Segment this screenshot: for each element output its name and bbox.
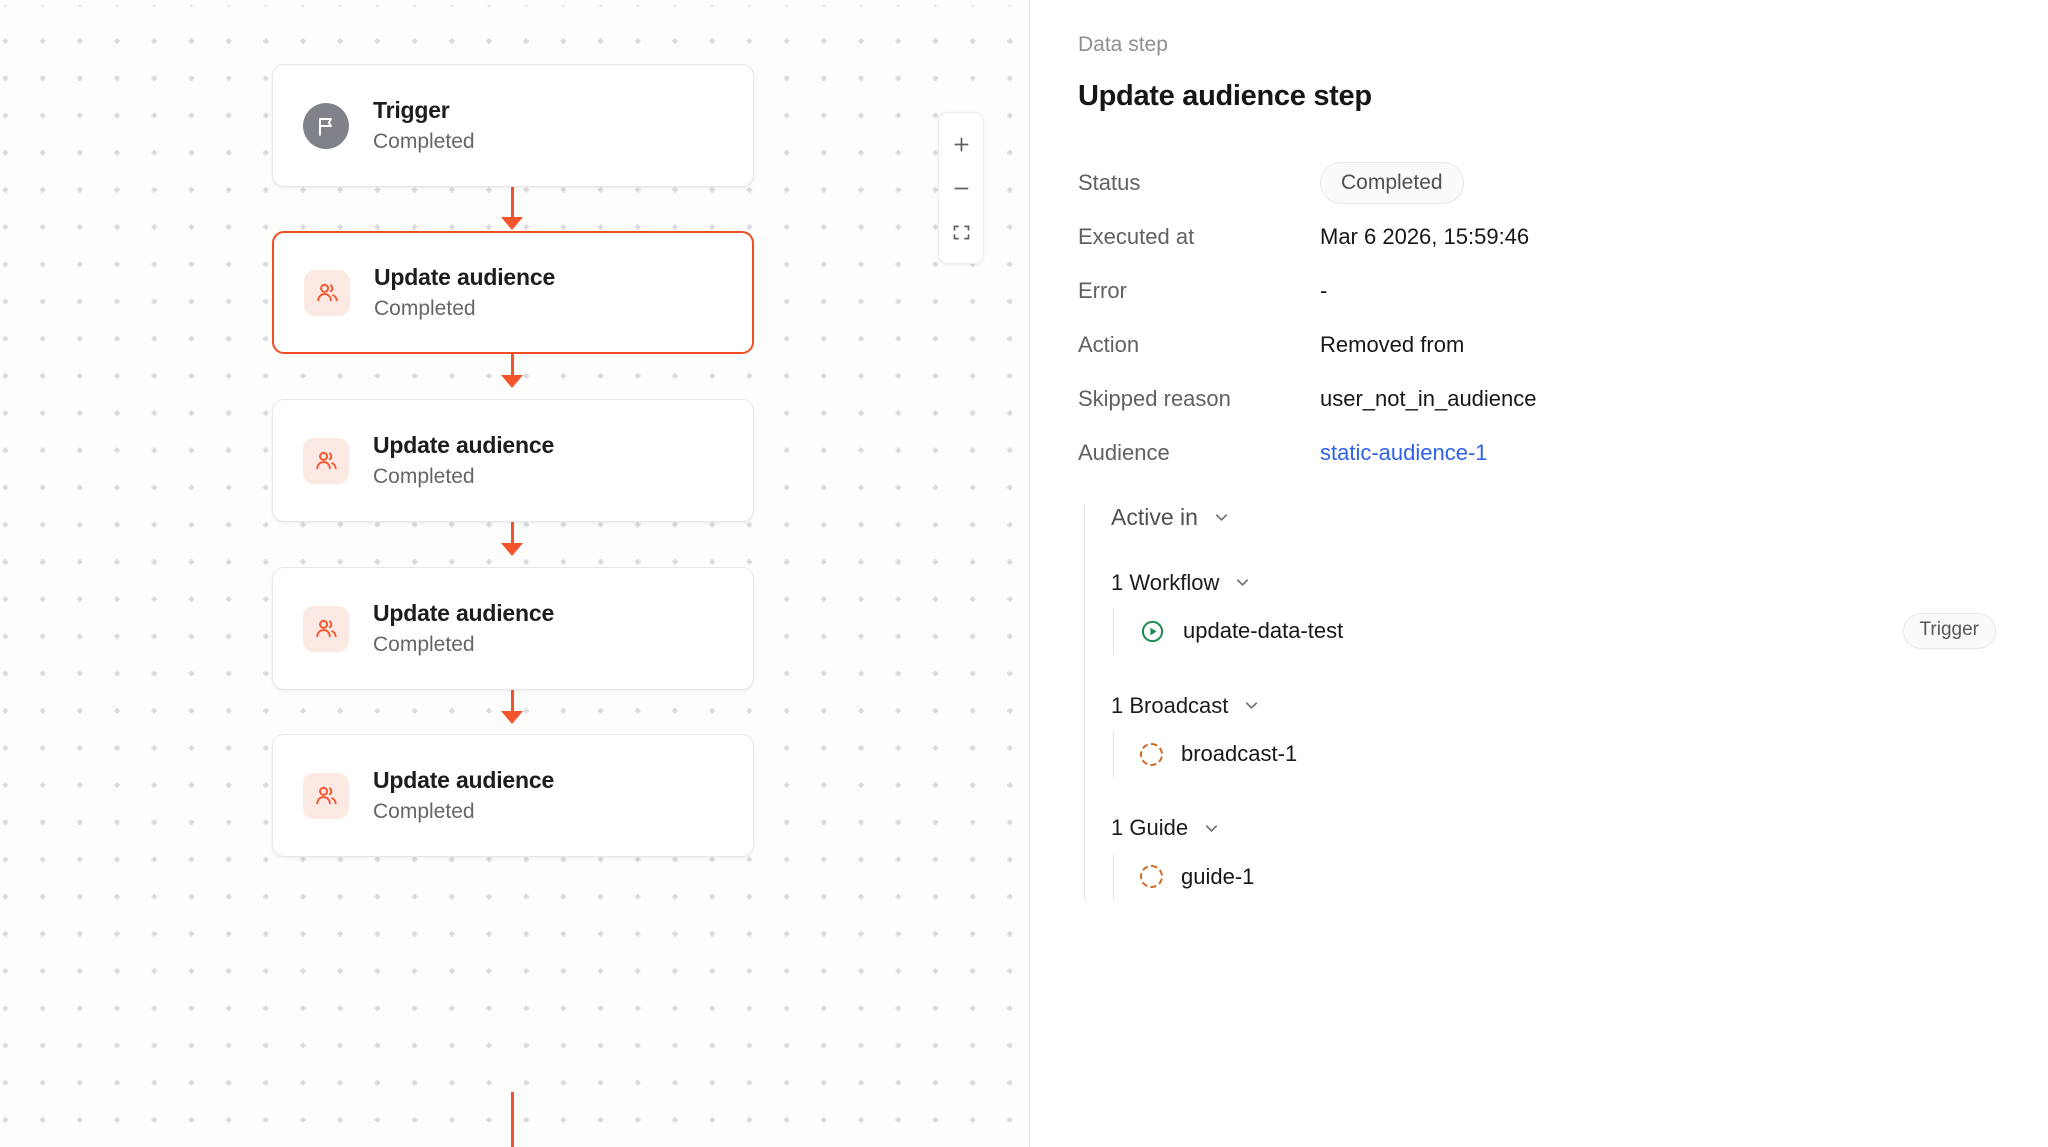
play-circle-icon xyxy=(1140,619,1165,644)
detail-label: Executed at xyxy=(1078,223,1195,249)
guide-list-item[interactable]: guide-1 xyxy=(1113,853,2004,901)
node-status: Completed xyxy=(373,129,475,153)
chevron-down-icon xyxy=(1233,573,1252,592)
step-detail-panel: Data step Update audience step Status Co… xyxy=(1030,0,2048,1147)
group-title: 1 Workflow xyxy=(1111,569,1220,595)
broadcast-group-toggle[interactable]: 1 Broadcast xyxy=(1111,693,2004,719)
status-badge: Completed xyxy=(1320,161,1464,205)
detail-row-audience: Audience static-audience-1 xyxy=(1078,432,2004,474)
node-text: Trigger Completed xyxy=(373,97,475,154)
connector-line xyxy=(511,668,514,716)
node-icon-wrap xyxy=(303,102,349,149)
node-title: Update audience xyxy=(374,264,556,291)
panel-divider xyxy=(1029,0,1030,1147)
node-text: Update audience Completed xyxy=(373,432,554,489)
node-icon-wrap xyxy=(303,437,349,484)
detail-value: - xyxy=(1320,277,1328,303)
node-title: Update audience xyxy=(373,600,555,627)
panel-eyebrow: Data step xyxy=(1078,33,1168,56)
entity-name: update-data-test xyxy=(1183,618,1344,644)
workflow-node-trigger[interactable]: Trigger Completed xyxy=(272,64,754,187)
active-in-group-broadcast: 1 Broadcast broadcast-1 xyxy=(1111,693,2004,778)
active-in-group-guide: 1 Guide guide-1 xyxy=(1111,815,2004,901)
detail-row-error: Error - xyxy=(1078,270,2004,312)
node-icon-wrap xyxy=(303,605,349,652)
node-title: Update audience xyxy=(373,767,555,794)
broadcast-list-item[interactable]: broadcast-1 xyxy=(1113,730,2004,778)
node-text: Update audience Completed xyxy=(373,767,554,824)
audience-link[interactable]: static-audience-1 xyxy=(1320,439,1488,465)
active-in-section: Active in 1 Workflow xyxy=(1084,504,2004,901)
connector-arrowhead xyxy=(501,711,523,724)
zoom-out-button[interactable] xyxy=(938,166,984,210)
workflow-node-update-audience-selected[interactable]: Update audience Completed xyxy=(272,231,754,354)
detail-value: user_not_in_audience xyxy=(1320,385,1537,411)
detail-label: Action xyxy=(1078,331,1140,357)
active-in-toggle[interactable]: Active in xyxy=(1111,504,2004,532)
zoom-in-button[interactable] xyxy=(938,122,984,166)
node-status: Completed xyxy=(373,799,475,823)
dashed-circle-icon xyxy=(1140,865,1163,889)
detail-label: Status xyxy=(1078,169,1141,195)
workflow-node-update-audience[interactable]: Update audience Completed xyxy=(272,734,754,857)
connector-line xyxy=(511,187,514,225)
workflow-node-update-audience[interactable]: Update audience Completed xyxy=(272,399,754,522)
workflow-canvas[interactable]: Trigger Completed Update audience Comple xyxy=(0,0,1030,1147)
canvas-zoom-controls xyxy=(938,112,984,264)
connector-line xyxy=(511,1092,514,1147)
detail-row-status: Status Completed xyxy=(1078,161,2004,205)
connector-line xyxy=(511,332,514,380)
chevron-down-icon xyxy=(1242,696,1261,715)
group-title: 1 Broadcast xyxy=(1111,692,1229,718)
active-in-group-workflow: 1 Workflow update-data-test Trigger xyxy=(1111,570,2004,655)
users-icon xyxy=(303,605,349,652)
dashed-circle-icon xyxy=(1140,742,1163,766)
detail-row-skipped-reason: Skipped reason user_not_in_audience xyxy=(1078,378,2004,420)
detail-list: Status Completed Executed at Mar 6 2026,… xyxy=(1078,161,2004,474)
chevron-down-icon xyxy=(1202,819,1221,838)
node-title: Update audience xyxy=(373,432,555,459)
workflow-group-toggle[interactable]: 1 Workflow xyxy=(1111,570,2004,596)
workflow-node-update-audience[interactable]: Update audience Completed xyxy=(272,567,754,690)
detail-row-action: Action Removed from xyxy=(1078,324,2004,366)
entity-name: guide-1 xyxy=(1181,863,1255,889)
node-status: Completed xyxy=(373,632,475,656)
node-icon-wrap xyxy=(304,269,350,316)
workflow-list-item[interactable]: update-data-test Trigger xyxy=(1113,608,2004,655)
node-text: Update audience Completed xyxy=(374,264,555,321)
users-icon xyxy=(303,437,349,484)
detail-label: Audience xyxy=(1078,439,1170,465)
node-status: Completed xyxy=(374,296,476,320)
detail-value: Removed from xyxy=(1320,331,1465,357)
connector-line xyxy=(511,500,514,548)
detail-row-executed-at: Executed at Mar 6 2026, 15:59:46 xyxy=(1078,216,2004,258)
node-status: Completed xyxy=(373,464,475,488)
entity-badge-trigger: Trigger xyxy=(1902,613,1996,650)
detail-label: Skipped reason xyxy=(1078,385,1231,411)
node-text: Update audience Completed xyxy=(373,600,554,657)
chevron-down-icon xyxy=(1212,508,1231,527)
group-title: 1 Guide xyxy=(1111,815,1189,841)
fit-view-button[interactable] xyxy=(938,210,984,254)
entity-name: broadcast-1 xyxy=(1181,740,1298,766)
guide-group-toggle[interactable]: 1 Guide xyxy=(1111,815,2004,841)
users-icon xyxy=(303,772,349,819)
detail-value: Mar 6 2026, 15:59:46 xyxy=(1320,223,1530,249)
flag-icon xyxy=(303,102,349,149)
node-icon-wrap xyxy=(303,772,349,819)
detail-label: Error xyxy=(1078,277,1127,303)
page-title: Update audience step xyxy=(1078,80,1372,113)
active-in-label: Active in xyxy=(1111,504,1198,531)
connector-arrowhead xyxy=(501,543,523,556)
connector-arrowhead xyxy=(501,375,523,388)
node-title: Trigger xyxy=(373,97,450,124)
users-icon xyxy=(304,269,350,316)
connector-arrowhead xyxy=(501,217,523,230)
